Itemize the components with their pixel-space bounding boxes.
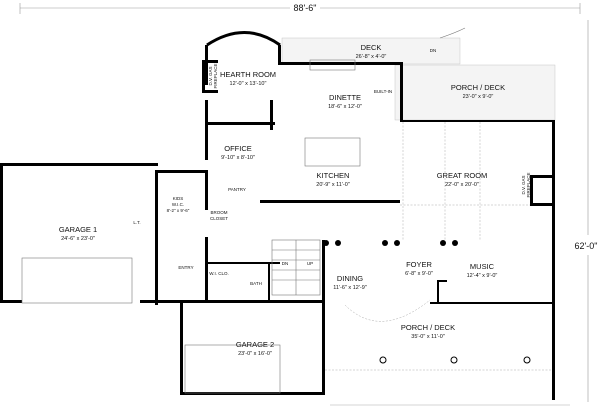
laundry-tub-label: L.T. [133, 220, 140, 225]
dining-label: DINING [337, 274, 363, 283]
dinette-label: DINETTE [329, 93, 361, 102]
great-room-label: GREAT ROOM [437, 171, 488, 180]
svg-text:FIREPLACE: FIREPLACE [213, 63, 218, 88]
overall-depth-dimension: 62'-0" [575, 20, 598, 402]
music-label: MUSIC [470, 262, 495, 271]
svg-text:D.V. GAS: D.V. GAS [521, 175, 526, 194]
svg-text:FIREPLACE: FIREPLACE [526, 172, 531, 197]
office-size: 9'-10" x 8'-10" [221, 155, 255, 161]
walk-in-closet-label: W.I. CLO. [209, 271, 229, 276]
broom-closet-label: BROOM [210, 210, 227, 215]
hearth-room-label: HEARTH ROOM [220, 70, 276, 79]
stairs [271, 239, 321, 296]
garage2-size: 23'-0" x 16'-0" [238, 351, 272, 357]
foyer-size: 6'-8" x 9'-0" [405, 271, 433, 277]
music-size: 12'-4" x 9'-0" [467, 273, 498, 279]
deck-boards [281, 27, 556, 121]
walls [0, 45, 555, 400]
great-room-size: 22'-0" x 20'-0" [445, 182, 479, 188]
kids-wic-size: 8'-2" x 9'-6" [167, 208, 190, 213]
front-porch-label: PORCH / DECK [401, 323, 455, 332]
great-room-fireplace-label: D.V. GAS FIREPLACE [521, 172, 531, 197]
rear-porch-label: PORCH / DECK [451, 83, 505, 92]
columns [323, 240, 531, 364]
hearth-room-size: 12'-0" x 13'-10" [230, 81, 267, 87]
kids-wic-label-2: W.I.C. [172, 202, 184, 207]
dining-size: 11'-6" x 12'-9" [333, 285, 366, 291]
deck-label: DECK [361, 43, 382, 52]
kitchen-label: KITCHEN [317, 171, 350, 180]
overall-width-dimension: 88'-6" [19, 3, 581, 14]
garage1-label: GARAGE 1 [59, 225, 97, 234]
bath-label: BATH [250, 281, 262, 286]
grid-lines [325, 122, 552, 371]
deck-size: 26'-8" x 4'-0" [356, 54, 387, 60]
garage1-size: 24'-6" x 23'-0" [61, 236, 95, 242]
broom-closet-label-2: CLOSET [210, 216, 228, 221]
stairs-down-label: DN [282, 261, 289, 266]
deck-stairs-label: DN [430, 48, 437, 53]
garage2-door [184, 344, 281, 394]
dinette-size: 18'-6" x 12'-0" [328, 104, 362, 110]
front-porch-size: 35'-0" x 11'-0" [411, 334, 444, 340]
depth-label: 62'-0" [575, 241, 598, 251]
hearth-bay-wall [206, 31, 281, 47]
dinette-window-seat [309, 59, 356, 71]
garage2-label: GARAGE 2 [236, 340, 274, 349]
svg-text:D.V. GAS: D.V. GAS [208, 66, 213, 85]
built-in-label: BUILT-IN [374, 89, 392, 94]
kitchen-island [304, 137, 361, 167]
entry-label: ENTRY [178, 265, 193, 270]
garage1-door [21, 257, 133, 304]
pantry-label: PANTRY [228, 187, 246, 192]
kids-wic-label: KIDS [173, 196, 184, 201]
stairs-up-label: UP [307, 261, 313, 266]
foyer-label: FOYER [406, 260, 432, 269]
width-label: 88'-6" [294, 3, 317, 13]
office-label: OFFICE [224, 144, 252, 153]
kitchen-size: 20'-9" x 11'-0" [316, 182, 349, 188]
hearth-fireplace-label: D.V. GAS FIREPLACE [208, 63, 218, 88]
rear-porch-size: 23'-0" x 9'-0" [463, 94, 494, 100]
